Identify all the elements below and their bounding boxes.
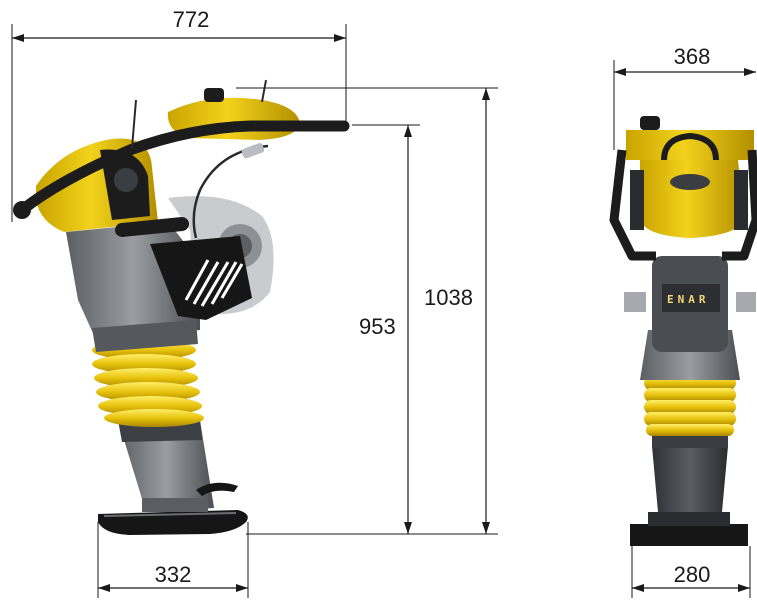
dim-handle-height: 953 — [352, 124, 420, 534]
front-handle-right — [722, 149, 757, 261]
front-yellow-body — [640, 160, 744, 238]
dim-overall-width-label: 368 — [674, 44, 711, 69]
dim-shoe-width-label: 280 — [674, 562, 711, 587]
front-lower-leg — [652, 446, 728, 512]
front-view-machine: ENAR — [609, 116, 757, 546]
side-lower-leg — [118, 420, 214, 512]
dim-shoe-width: 280 — [631, 546, 751, 598]
front-bellows — [644, 376, 736, 436]
dim-overall-length: 772 — [11, 7, 347, 222]
side-handle-bar — [16, 120, 350, 216]
side-fuel-cap — [204, 88, 224, 102]
front-shoe — [630, 524, 748, 546]
side-view-machine — [13, 79, 350, 535]
dim-overall-height-label: 1038 — [424, 285, 473, 310]
front-handle-left — [609, 149, 656, 261]
dim-shoe-length-label: 332 — [155, 562, 192, 587]
side-air-pipe — [115, 217, 189, 237]
side-foot-lever — [196, 482, 238, 496]
front-fuel-cap — [640, 116, 660, 130]
side-bellows — [92, 340, 204, 427]
dim-overall-height: 1038 — [236, 87, 498, 535]
front-handle-arch — [661, 132, 719, 161]
brand-logo-text: ENAR — [667, 293, 710, 306]
dim-handle-height-label: 953 — [359, 314, 396, 339]
dim-shoe-length: 332 — [97, 522, 249, 598]
side-heat-shield — [150, 236, 252, 320]
side-handle-grip — [13, 201, 31, 219]
dim-overall-length-label: 772 — [173, 7, 210, 32]
dim-overall-width: 368 — [613, 44, 756, 150]
front-fuel-tank — [626, 130, 754, 160]
